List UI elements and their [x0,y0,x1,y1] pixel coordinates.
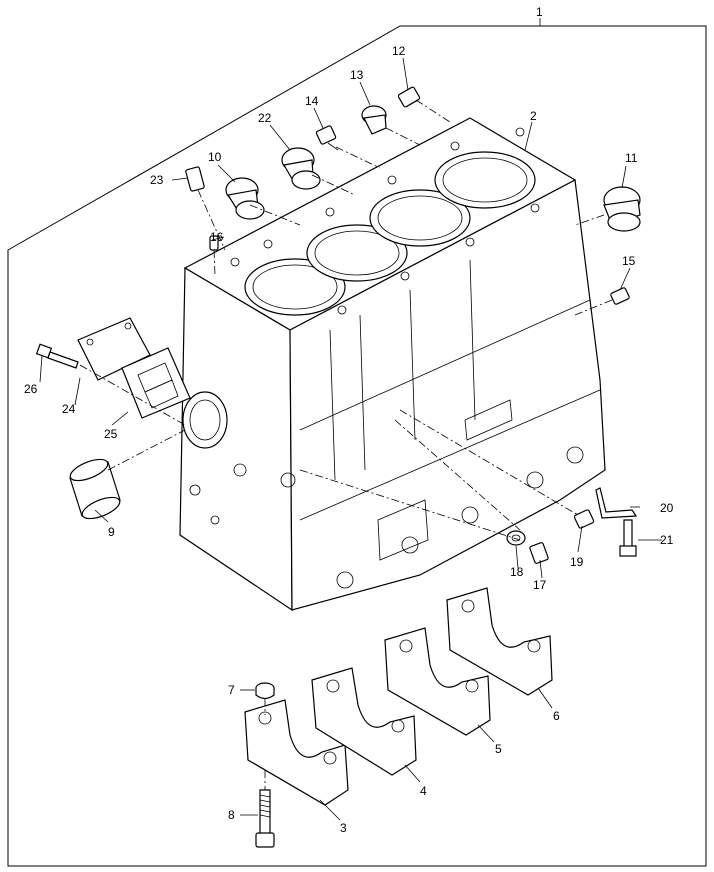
plug-part-22 [281,147,321,190]
gasket-part-25 [121,347,191,419]
bolt-part-17 [529,542,549,564]
assembly-frame [7,25,707,867]
callout-11: 11 [625,151,638,165]
plug-part-10 [225,177,265,220]
bushing-part-9 [69,458,121,520]
bracket-part-20 [595,487,638,519]
plug-part-13 [361,105,387,135]
callout-6: 6 [553,709,560,723]
bearing-cap-part-4 [311,667,417,776]
callout-14: 14 [305,94,319,108]
cover-plate-part-24 [77,317,151,381]
bearing-cap-part-5 [384,627,491,736]
callout-8: 8 [228,808,235,822]
bolt-part-21 [619,519,637,557]
assembly-guide-lines [79,99,613,790]
bolt-part-26 [35,343,79,369]
bolt-part-8 [255,789,275,848]
bushing-part-7 [255,682,275,700]
callout-19: 19 [570,555,584,569]
cap-part-11 [603,186,641,232]
plug-part-19 [573,509,595,529]
callout-13: 13 [350,68,364,82]
callout-24: 24 [62,402,76,416]
callout-26: 26 [24,382,38,396]
callout-1: 1 [536,5,543,19]
callout-16: 16 [210,230,224,244]
callout-3: 3 [340,821,347,835]
callout-10: 10 [208,150,222,164]
callout-25: 25 [104,427,118,441]
callout-5: 5 [495,742,502,756]
callout-leaders [39,57,662,821]
callout-17: 17 [533,578,547,592]
callout-2: 2 [530,109,537,123]
bearing-cap-part-3 [244,699,349,806]
fitting-part-23 [185,166,205,192]
callout-9: 9 [108,525,115,539]
callout-7: 7 [228,683,235,697]
callout-23: 23 [150,173,164,187]
callout-18: 18 [510,565,524,579]
callout-22: 22 [258,111,272,125]
callout-4: 4 [420,784,427,798]
callout-20: 20 [660,501,674,515]
callout-21: 21 [660,533,674,547]
callout-labels: 1 2 3 4 5 6 7 8 9 10 11 12 13 14 15 16 1… [24,5,674,835]
callout-15: 15 [622,254,636,268]
bearing-cap-part-6 [446,587,553,696]
cylinder-block [179,117,606,612]
plug-part-15 [610,287,630,305]
plug-part-12 [397,86,421,108]
washer-part-18 [506,530,526,546]
callout-12: 12 [392,44,406,58]
plug-part-14 [315,125,339,151]
